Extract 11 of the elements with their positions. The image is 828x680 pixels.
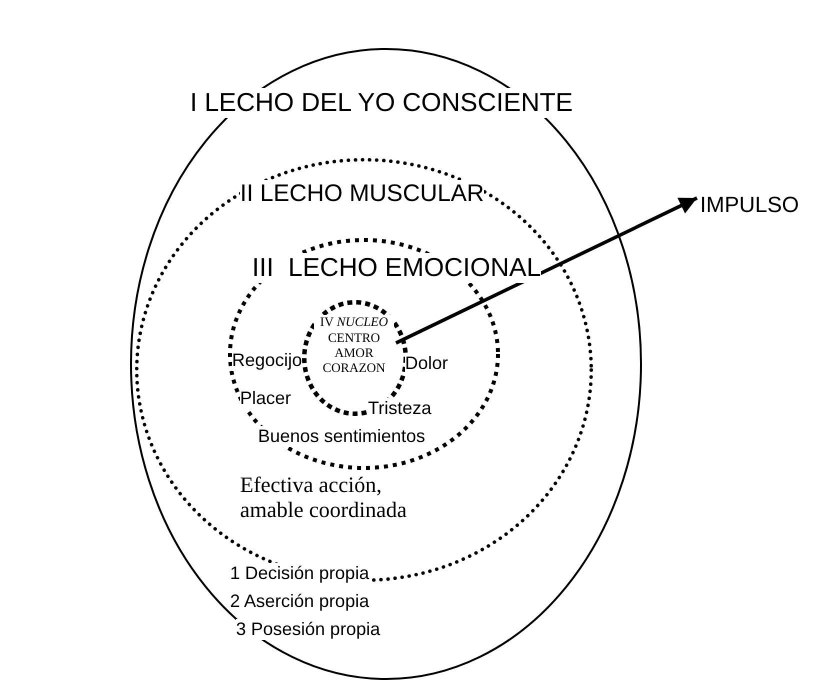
layer-text: 1 Decisión propia — [230, 563, 370, 584]
layer-title: III LECHO EMOCIONAL — [252, 253, 541, 283]
layer-title: I LECHO DEL YO CONSCIENTE — [190, 88, 573, 118]
arrow — [395, 196, 698, 345]
layer-text: 2 Aserción propia — [230, 591, 370, 612]
layer-text: Placer — [240, 388, 292, 409]
layer-text: Regocijo — [232, 350, 302, 371]
layer-title: IV NUCLEO — [314, 315, 394, 330]
layer-text: Buenos sentimientos — [258, 426, 426, 447]
layer-text: 3 Posesión propia — [236, 619, 380, 640]
layer-text: Dolor — [405, 353, 448, 374]
